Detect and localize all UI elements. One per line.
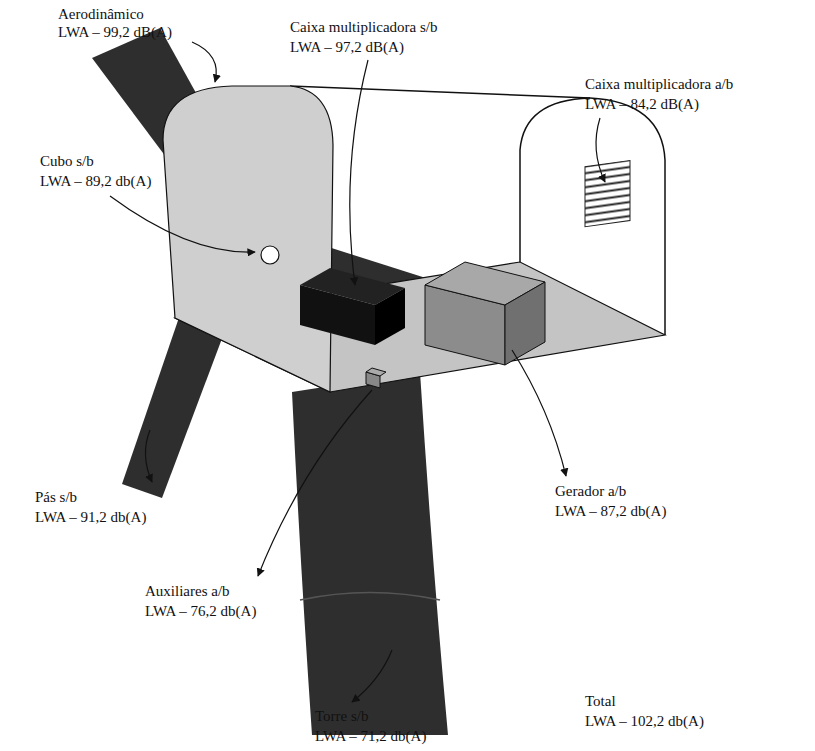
auxiliary-unit (366, 368, 386, 376)
sound-power-level: LWA – 91,2 db(A) (35, 508, 146, 526)
leader-line (350, 60, 368, 285)
part-label: Gerador a/b (555, 482, 626, 500)
leader-line (512, 350, 566, 476)
part-label: Torre s/b (315, 707, 369, 725)
sound-power-level: LWA – 97,2 dB(A) (290, 38, 404, 56)
hub (261, 246, 279, 264)
leader-line (352, 650, 392, 702)
leader-line (596, 118, 605, 182)
tower (292, 372, 448, 735)
gearbox (375, 288, 405, 345)
part-label: Caixa multiplicadora s/b (290, 18, 437, 36)
sound-power-level: LWA – 84,2 dB(A) (585, 95, 699, 113)
sound-power-level: LWA – 89,2 db(A) (40, 172, 151, 190)
leader-line (258, 390, 372, 576)
sound-power-level: LWA – 87,2 db(A) (555, 502, 666, 520)
part-label: Pás s/b (35, 488, 77, 506)
part-label: Auxiliares a/b (145, 582, 230, 600)
nacelle-outline (520, 98, 590, 262)
leader-line (192, 42, 216, 82)
part-label: Cubo s/b (40, 152, 94, 170)
leader-line (110, 196, 255, 252)
sound-power-level: LWA – 76,2 db(A) (145, 602, 256, 620)
leader-line (145, 430, 152, 482)
sound-power-level: LWA – 102,2 db(A) (585, 712, 704, 730)
sound-power-level: LWA – 71,2 db(A) (315, 727, 426, 745)
sound-power-level: LWA – 99,2 dB(A) (58, 23, 172, 41)
part-label: Aerodinâmico (58, 5, 144, 23)
part-label: Caixa multiplicadora a/b (585, 75, 733, 93)
generator (505, 282, 545, 365)
nacelle-front (163, 86, 333, 392)
tower-seam (300, 593, 440, 601)
gearbox-vent (585, 160, 630, 226)
part-label: Total (585, 692, 616, 710)
